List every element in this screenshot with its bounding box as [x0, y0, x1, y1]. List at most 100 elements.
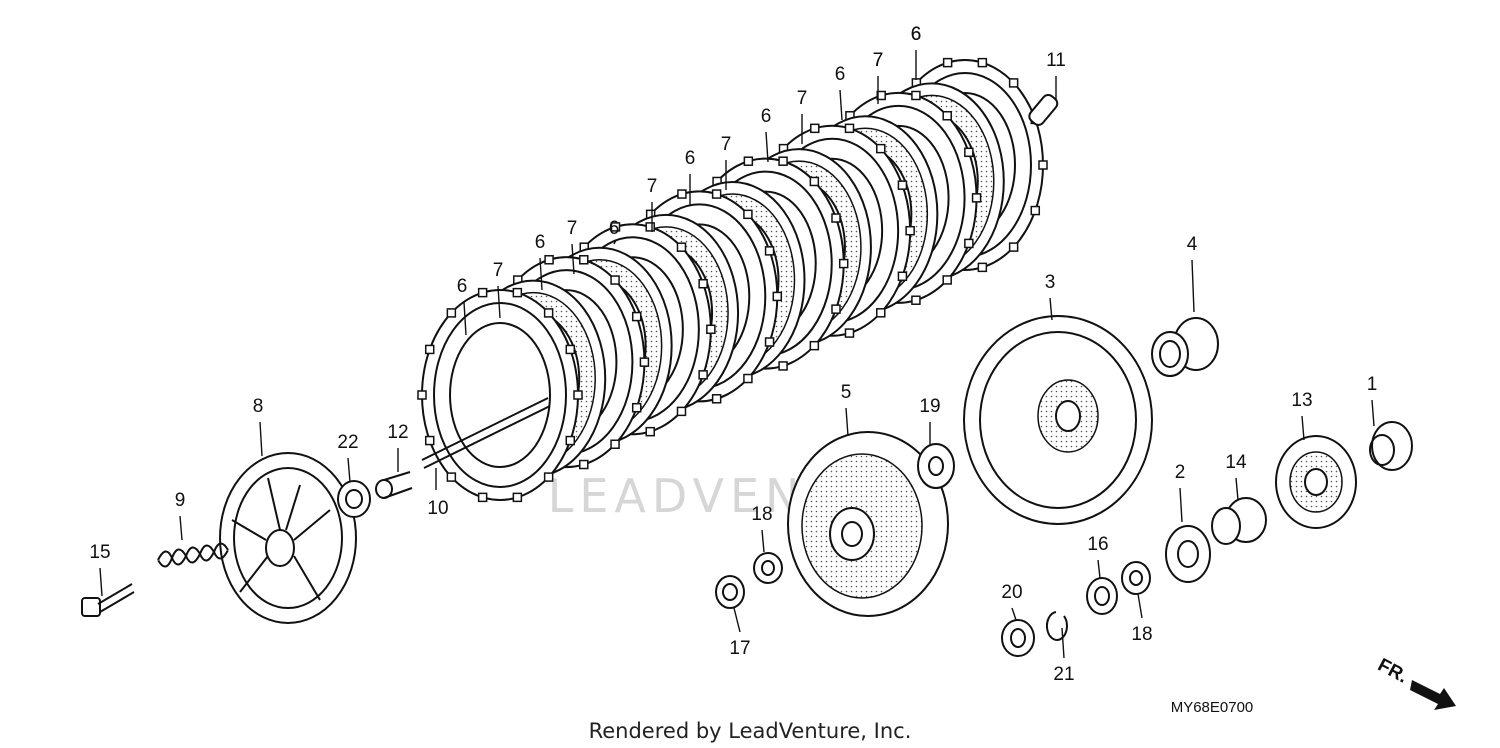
callout-p14: 14 — [1225, 452, 1247, 501]
callout-p6d: 6 — [685, 148, 695, 206]
part-number-label: 19 — [919, 396, 940, 417]
part-number-label: 6 — [761, 106, 772, 127]
part-number-label: 5 — [841, 382, 852, 403]
callout-p18a: 18 — [751, 504, 773, 553]
part-number-label: 7 — [567, 218, 578, 239]
leader-line — [539, 257, 543, 291]
callout-p22: 22 — [337, 432, 359, 483]
leader-line — [1235, 477, 1239, 501]
leader-line — [1179, 487, 1183, 523]
part-number-label: 6 — [457, 276, 468, 297]
callout-p13: 13 — [1291, 390, 1313, 441]
lock-nut-16 — [1086, 577, 1118, 615]
callout-p7a: 7 — [493, 260, 504, 319]
part-number-label: 7 — [647, 176, 658, 197]
callout-p6f: 6 — [835, 64, 846, 121]
callout-p2: 2 — [1175, 462, 1186, 523]
callout-p5: 5 — [841, 382, 852, 437]
friction-disc — [417, 287, 583, 503]
part-number-label: 6 — [535, 232, 546, 253]
part-number-label: 18 — [751, 504, 772, 525]
leader-line — [1191, 259, 1195, 313]
leader-line — [761, 529, 765, 553]
leader-line — [839, 89, 843, 121]
callout-p7e: 7 — [797, 88, 808, 144]
part-number-label: 7 — [797, 88, 808, 109]
needle-bearing-1 — [1369, 421, 1413, 471]
leader-line — [99, 567, 103, 597]
washer-18a — [753, 552, 783, 584]
thrust-washer-19 — [917, 443, 955, 489]
part-number-label: 7 — [873, 50, 884, 71]
clutch-spring — [157, 542, 229, 568]
callout-p6h: 6 — [911, 24, 922, 45]
part-number-label: 21 — [1053, 664, 1074, 685]
callout-p6b: 6 — [535, 232, 546, 291]
leader-line — [259, 421, 263, 457]
leader-line — [179, 515, 183, 541]
part-number-label: 7 — [873, 50, 884, 71]
part-number-label: 18 — [1131, 624, 1152, 645]
leader-line — [571, 243, 575, 275]
callout-p17: 17 — [729, 607, 751, 659]
gear-13 — [1275, 435, 1357, 529]
bearing-20 — [1001, 619, 1035, 657]
part-number-label: 13 — [1291, 390, 1312, 411]
lock-nut-17 — [715, 575, 745, 609]
part-number-label: 14 — [1225, 452, 1247, 473]
callout-p7g: 7 — [873, 50, 884, 71]
callout-p8: 8 — [253, 396, 264, 457]
part-number-label: 6 — [609, 218, 620, 239]
callout-p18b: 18 — [1131, 593, 1153, 645]
callout-p10: 10 — [427, 468, 449, 519]
leader-line — [1371, 399, 1375, 427]
leader-line — [1097, 559, 1101, 579]
callout-p4: 4 — [1187, 234, 1198, 313]
part-number-label: 1 — [1367, 374, 1378, 395]
leader-line — [347, 457, 351, 483]
part-number-label: 7 — [493, 260, 504, 281]
gear-2 — [1165, 525, 1211, 583]
front-arrow-icon — [1410, 680, 1456, 710]
leader-line — [613, 239, 617, 245]
leader-line — [1049, 297, 1053, 321]
callout-p16: 16 — [1087, 534, 1109, 579]
lifter-piece — [375, 471, 413, 499]
part-number-label: 4 — [1187, 234, 1198, 255]
part-number-label: 2 — [1175, 462, 1186, 483]
leader-line — [463, 301, 467, 336]
part-number-label: 15 — [89, 542, 110, 563]
part-number-label: 8 — [253, 396, 264, 417]
leader-line — [765, 131, 769, 163]
callout-p19: 19 — [919, 396, 941, 446]
callout-p20: 20 — [1001, 582, 1023, 621]
callout-p6g: 6 — [911, 24, 921, 80]
lifter-rod — [421, 397, 551, 469]
clutch-plate-stack — [417, 57, 1048, 503]
part-number-label: 17 — [729, 638, 750, 659]
callout-p7f: 7 — [873, 50, 884, 104]
pressure-plate — [219, 452, 357, 624]
leader-line — [497, 285, 501, 319]
callout-p11: 11 — [1046, 50, 1066, 100]
part-number-label: 11 — [1046, 50, 1066, 71]
leader-line — [845, 407, 849, 437]
callout-p7d: 7 — [721, 134, 731, 190]
diagram-code: MY68E0700 — [1171, 699, 1254, 716]
part-number-label: 10 — [427, 498, 448, 519]
bearing-22 — [337, 480, 371, 518]
direction-label: FR. — [1374, 655, 1411, 688]
part-number-label: 20 — [1001, 582, 1022, 603]
pin-11 — [1028, 93, 1059, 126]
part-number-label: 9 — [175, 490, 186, 511]
callout-p6e: 6 — [761, 106, 772, 163]
part-number-label: 6 — [835, 64, 846, 85]
outer-guide-collar — [1151, 317, 1219, 377]
part-number-label: 12 — [387, 422, 408, 443]
callout-p7c: 7 — [647, 176, 658, 232]
callout-p21: 21 — [1053, 627, 1075, 685]
circlip-21 — [1045, 611, 1068, 641]
clutch-center — [787, 431, 949, 617]
